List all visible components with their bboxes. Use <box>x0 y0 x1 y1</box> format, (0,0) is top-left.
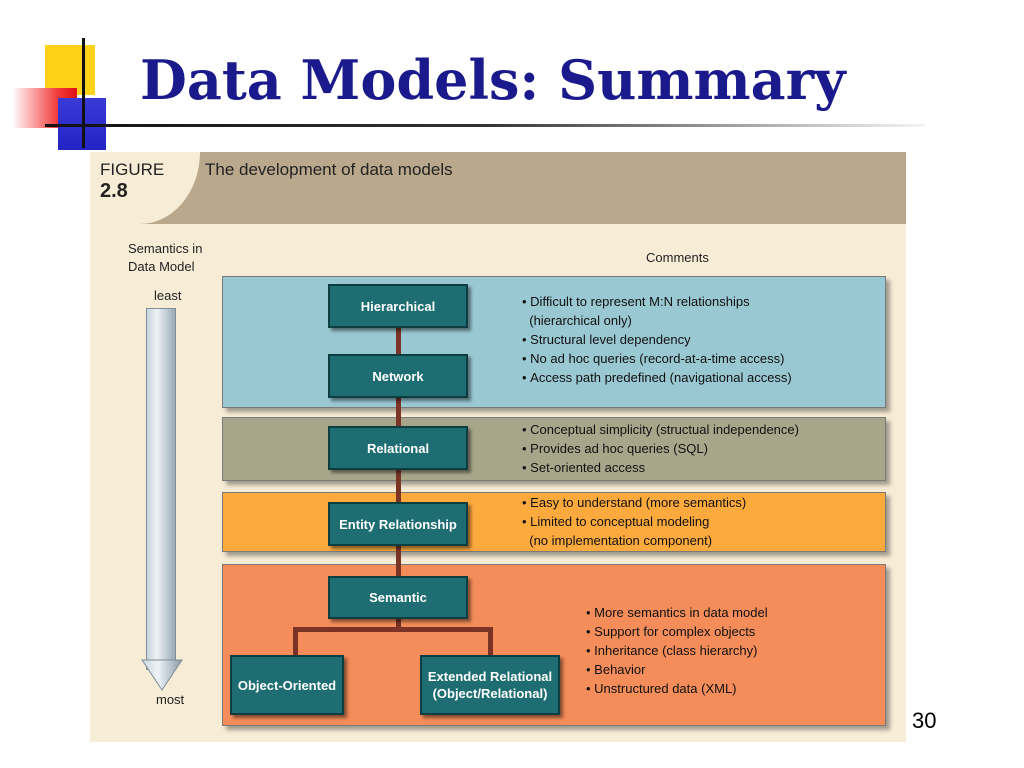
semantics-arrow-head <box>141 659 183 691</box>
node-extended-relational-line1: Extended Relational <box>427 669 553 684</box>
comment-item: Structural level dependency <box>522 330 872 349</box>
node-entity-relationship: Entity Relationship <box>328 502 468 546</box>
comments-group-2: Conceptual simplicity (structual indepen… <box>522 420 877 477</box>
node-extended-relational: Extended Relational (Object/Relational) <box>420 655 560 715</box>
connector-network-relational <box>396 394 401 428</box>
comments-group-3: Easy to understand (more semantics) Limi… <box>522 493 872 550</box>
connector-branch-right <box>488 627 493 657</box>
comment-item: Provides ad hoc queries (SQL) <box>522 439 877 458</box>
title-underline <box>45 124 925 127</box>
figure-number: 2.8 <box>100 180 128 202</box>
connector-branch-left <box>293 627 298 657</box>
semantics-axis-title-line1: Semantics in <box>128 241 203 256</box>
comment-item: Access path predefined (navigational acc… <box>522 368 872 387</box>
comment-item: Easy to understand (more semantics) <box>522 493 872 512</box>
node-object-oriented: Object-Oriented <box>230 655 344 715</box>
semantics-axis-title: Semantics in Data Model <box>128 240 228 276</box>
comment-item: Limited to conceptual modeling <box>522 512 872 531</box>
node-network: Network <box>328 354 468 398</box>
semantics-arrow-shaft <box>146 308 176 670</box>
connector-er-semantic <box>396 542 401 576</box>
most-label: most <box>156 692 185 707</box>
node-extended-relational-line2: (Object/Relational) <box>432 686 548 701</box>
connector-hierarchical-network <box>396 328 401 354</box>
node-relational: Relational <box>328 426 468 470</box>
comment-item: Set-oriented access <box>522 458 877 477</box>
comment-item: Unstructured data (XML) <box>586 679 876 698</box>
comment-item: Support for complex objects <box>586 622 876 641</box>
comment-item: No ad hoc queries (record-at-a-time acce… <box>522 349 872 368</box>
figure-caption: The development of data models <box>205 160 453 179</box>
comment-item: More semantics in data model <box>586 603 876 622</box>
comment-item: Inheritance (class hierarchy) <box>586 641 876 660</box>
figure-label: FIGURE <box>100 160 165 179</box>
comments-group-1: Difficult to represent M:N relationships… <box>522 292 872 387</box>
node-semantic: Semantic <box>328 576 468 619</box>
page-number: 30 <box>912 708 937 733</box>
comment-item: Conceptual simplicity (structual indepen… <box>522 420 877 439</box>
figure-data-models: FIGURE 2.8 The development of data model… <box>90 152 906 742</box>
comment-item: Difficult to represent M:N relationships <box>522 292 872 311</box>
connector-semantic-branch <box>396 615 401 629</box>
decoration-vertical-line <box>82 38 85 148</box>
comments-group-4: More semantics in data model Support for… <box>586 603 876 698</box>
least-label: least <box>154 288 182 303</box>
comment-item: Behavior <box>586 660 876 679</box>
node-hierarchical: Hierarchical <box>328 284 468 328</box>
comments-header: Comments <box>646 250 709 265</box>
figure-header-band <box>90 152 906 224</box>
connector-relational-er <box>396 466 401 502</box>
semantics-axis-title-line2: Data Model <box>128 259 195 274</box>
slide-title: Data Models: Summary <box>140 48 846 112</box>
comment-item: (hierarchical only) <box>529 313 632 328</box>
decoration-yellow-square <box>45 45 95 95</box>
comment-item: (no implementation component) <box>529 533 713 548</box>
connector-branch-horizontal <box>293 627 493 632</box>
